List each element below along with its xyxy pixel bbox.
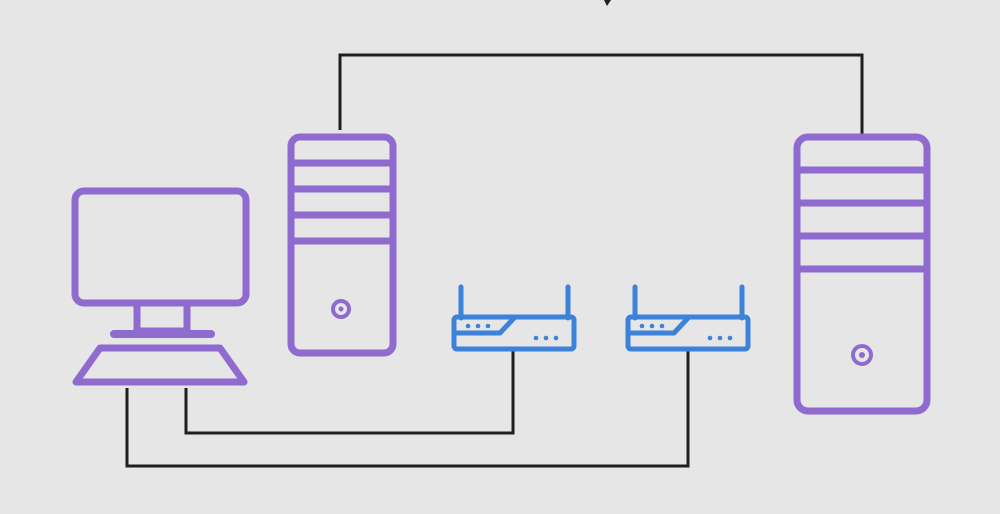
router-icon[interactable] [625,284,751,352]
link-computer-to-router-left [184,350,515,435]
router-icon[interactable] [451,284,577,352]
link-computer-to-router-right [125,350,690,468]
tower-server-icon[interactable] [287,133,397,357]
desktop-computer-icon[interactable] [71,187,250,386]
link-server-to-server [338,53,864,135]
heading-fragment [604,0,611,6]
tower-server-icon[interactable] [793,133,931,415]
